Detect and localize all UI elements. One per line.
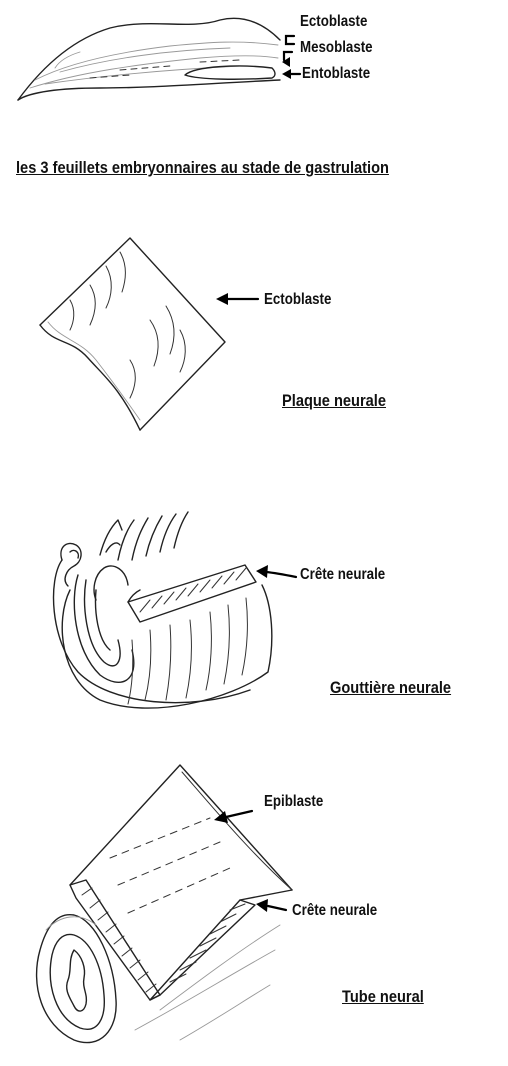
label-crete-gouttiere: Crête neurale [300,566,385,584]
label-crete-tube: Crête neurale [292,902,377,920]
gouttiere-arrow [256,565,296,578]
label-mesoblaste: Mesoblaste [300,39,373,57]
gastrulation-sheet-drawing [18,18,280,100]
plaque-arrow [216,293,258,305]
title-plaque-neurale: Plaque neurale [282,391,386,411]
label-epiblaste: Epiblaste [264,793,323,811]
gouttiere-neurale-drawing [54,512,272,708]
title-tube-neural: Tube neural [342,987,424,1007]
label-ectoblaste-plaque: Ectoblaste [264,291,331,309]
label-entoblaste: Entoblaste [302,65,370,83]
gastrulation-arrows [282,36,300,79]
title-gouttiere-neurale: Gouttière neurale [330,678,451,698]
tube-neural-drawing [37,765,292,1043]
plaque-neurale-drawing [40,238,225,430]
tube-arrows [214,811,286,912]
title-gastrulation: les 3 feuillets embryonnaires au stade d… [16,158,389,178]
label-ectoblaste-gastrulation: Ectoblaste [300,13,367,31]
